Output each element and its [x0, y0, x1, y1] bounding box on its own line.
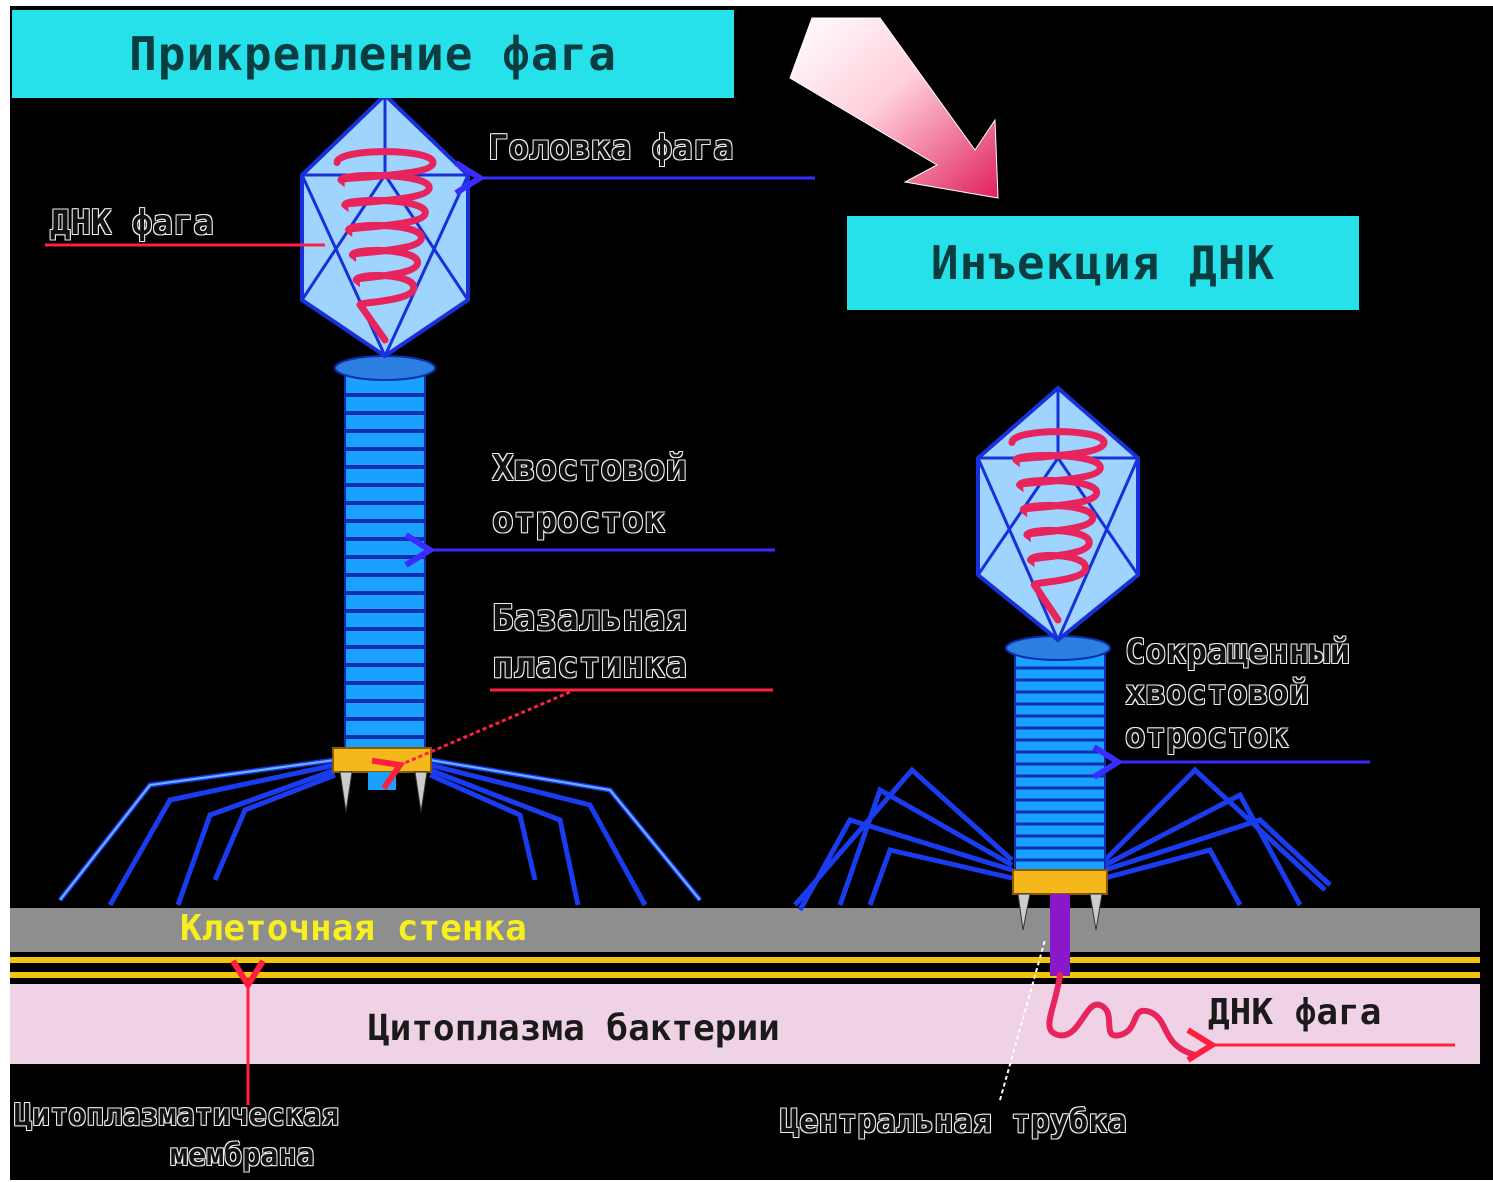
label-membrane-line2: мембрана [170, 1138, 315, 1173]
label-contracted-line1: Сокращенный [1125, 632, 1350, 672]
title-injection: Инъекция ДНК [847, 216, 1359, 310]
label-head: Головка фага [488, 128, 734, 168]
base-plate [333, 748, 431, 772]
membrane-layer [10, 952, 1480, 984]
contracted-tail-sheath [1015, 652, 1105, 872]
label-membrane-line1: Цитоплазматическая [14, 1098, 339, 1133]
label-cytoplasm: Цитоплазма бактерии [368, 1008, 780, 1049]
title-attachment: Прикрепление фага [12, 10, 734, 98]
label-cell-wall: Клеточная стенка [180, 908, 527, 949]
label-base-line2: пластинка [492, 645, 687, 686]
spike-right [415, 772, 427, 812]
label-base-line1: Базальная [492, 598, 687, 639]
spike-left [340, 772, 352, 812]
base-plate [1013, 870, 1107, 894]
label-central-tube: Центральная трубка [780, 1102, 1127, 1140]
collar [335, 356, 435, 380]
label-dna-right: ДНК фага [1208, 992, 1381, 1033]
label-contracted-line3: отросток [1125, 716, 1289, 756]
label-dna-left: ДНК фага [50, 203, 214, 243]
label-contracted-line2: хвостовой [1125, 673, 1309, 713]
membrane-line-top [10, 957, 1480, 963]
label-tail-line2: отросток [492, 500, 665, 541]
label-tail-line1: Хвостовой [492, 448, 687, 489]
membrane-line-bottom [10, 972, 1480, 978]
transition-arrow [790, 18, 998, 198]
central-tube [1050, 894, 1070, 976]
